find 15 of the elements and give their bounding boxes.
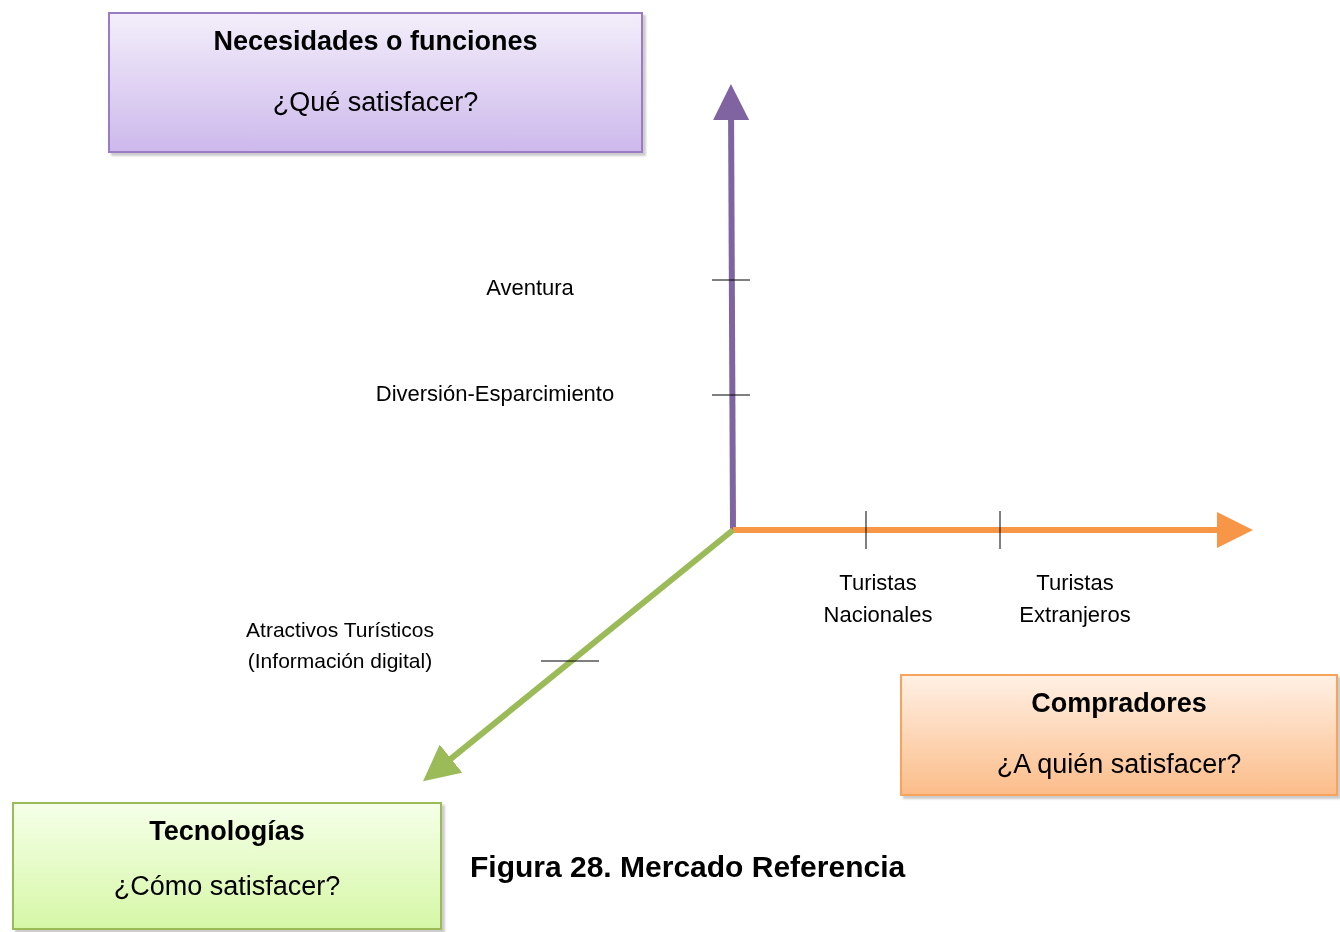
box-question: ¿Qué satisfacer?	[272, 87, 479, 118]
axis-label: Turistas Nacionales	[822, 569, 934, 629]
figure-caption: Figura 28. Mercado Referencia	[470, 850, 906, 884]
category-box	[900, 674, 1338, 796]
category-box	[12, 802, 442, 930]
box-question: ¿Cómo satisfacer?	[113, 871, 341, 902]
box-question: ¿A quién satisfacer?	[996, 749, 1242, 780]
axis-label: Aventura	[485, 274, 575, 302]
box-heading: Tecnologías	[149, 816, 305, 847]
axis-label: Diversión-Esparcimiento	[374, 380, 616, 408]
box-heading: Compradores	[1031, 688, 1207, 719]
axis-label: Turistas Extranjeros	[1018, 569, 1132, 629]
axis-label: Atractivos Turísticos (Información digital)	[245, 617, 435, 674]
category-box	[108, 12, 643, 153]
box-heading: Necesidades o funciones	[213, 26, 538, 57]
